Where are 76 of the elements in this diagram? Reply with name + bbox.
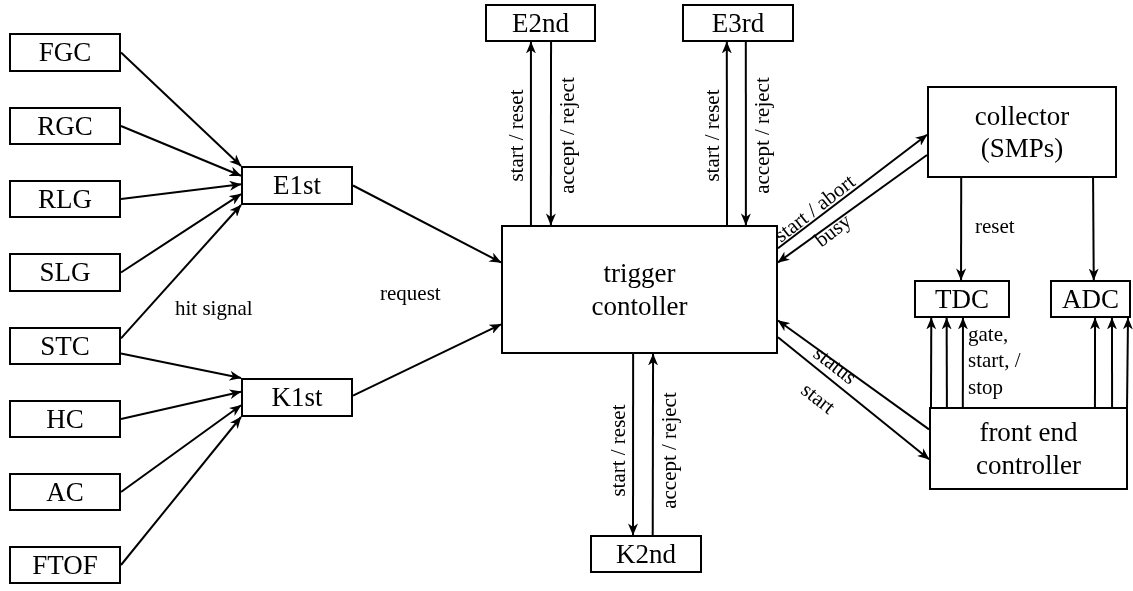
box-label: collector (SMPs) <box>973 99 1071 165</box>
box-label: K2nd <box>616 537 676 571</box>
arrow <box>525 41 536 226</box>
process-box <box>9 33 121 72</box>
edge-label: start <box>796 377 840 419</box>
signal-label: request <box>380 280 441 307</box>
process-box <box>9 107 121 145</box>
arrow <box>120 193 242 274</box>
arrow <box>941 317 952 408</box>
signal-label: hit signal <box>175 295 253 322</box>
process-box <box>1050 280 1131 318</box>
edge-label: accept / reject <box>555 76 579 194</box>
arrow <box>120 125 242 177</box>
arrow <box>1122 317 1133 408</box>
arrow <box>777 336 930 461</box>
edge-label: accept / reject <box>657 391 681 509</box>
arrow <box>721 41 732 226</box>
arrow <box>1088 177 1099 281</box>
signal-label: gate, start, / stop <box>968 321 1022 400</box>
arrow <box>956 177 967 281</box>
box-label: K1st <box>271 381 323 414</box>
box-label: AC <box>46 475 84 509</box>
box-label: TDC <box>935 282 989 316</box>
process-box <box>9 253 121 292</box>
arrow <box>648 353 659 536</box>
arrow <box>957 317 968 408</box>
edge-label: start / reset <box>504 89 528 182</box>
arrow <box>120 389 242 420</box>
box-label: FTOF <box>32 548 98 582</box>
process-box <box>914 280 1010 318</box>
arrow <box>120 352 242 381</box>
box-label: RLG <box>38 182 92 216</box>
process-box <box>485 4 596 42</box>
process-box <box>241 166 353 205</box>
signal-label: reset <box>975 213 1015 240</box>
process-box <box>241 378 353 417</box>
arrow <box>777 133 928 250</box>
edge-label: accept / reject <box>750 76 774 194</box>
box-label: FGC <box>38 36 92 69</box>
box-label: RGC <box>37 109 93 143</box>
arrow <box>352 323 502 397</box>
process-box <box>9 180 121 218</box>
arrow <box>628 353 638 536</box>
process-box <box>682 4 794 42</box>
arrow <box>120 180 242 200</box>
box-label: SLG <box>39 256 91 289</box>
process-box <box>501 225 778 354</box>
arrow <box>926 317 937 408</box>
arrow <box>120 404 242 493</box>
box-label: E1st <box>273 169 321 202</box>
arrow <box>120 204 242 340</box>
process-box <box>9 473 121 511</box>
arrow <box>777 154 928 264</box>
box-label: E2nd <box>512 6 569 40</box>
arrow <box>120 51 242 167</box>
arrow <box>120 416 242 566</box>
box-label: ADC <box>1062 282 1119 316</box>
box-label: HC <box>46 402 84 436</box>
edge-label: start / reset <box>606 404 630 497</box>
arrow <box>1090 317 1101 408</box>
process-box <box>9 327 121 365</box>
arrow <box>1107 317 1117 408</box>
arrow <box>545 41 556 226</box>
arrow <box>352 184 502 264</box>
process-box <box>590 535 702 573</box>
process-box <box>929 407 1128 490</box>
box-label: front end controller <box>975 416 1082 481</box>
edge-label: start / reset <box>700 89 724 182</box>
arrow <box>740 41 751 226</box>
process-box <box>9 546 121 584</box>
process-box <box>927 86 1117 178</box>
box-label: E3rd <box>711 6 765 40</box>
arrow <box>777 319 930 431</box>
box-label: STC <box>40 329 90 363</box>
process-box <box>9 400 121 438</box>
box-label: trigger contoller <box>590 257 689 322</box>
